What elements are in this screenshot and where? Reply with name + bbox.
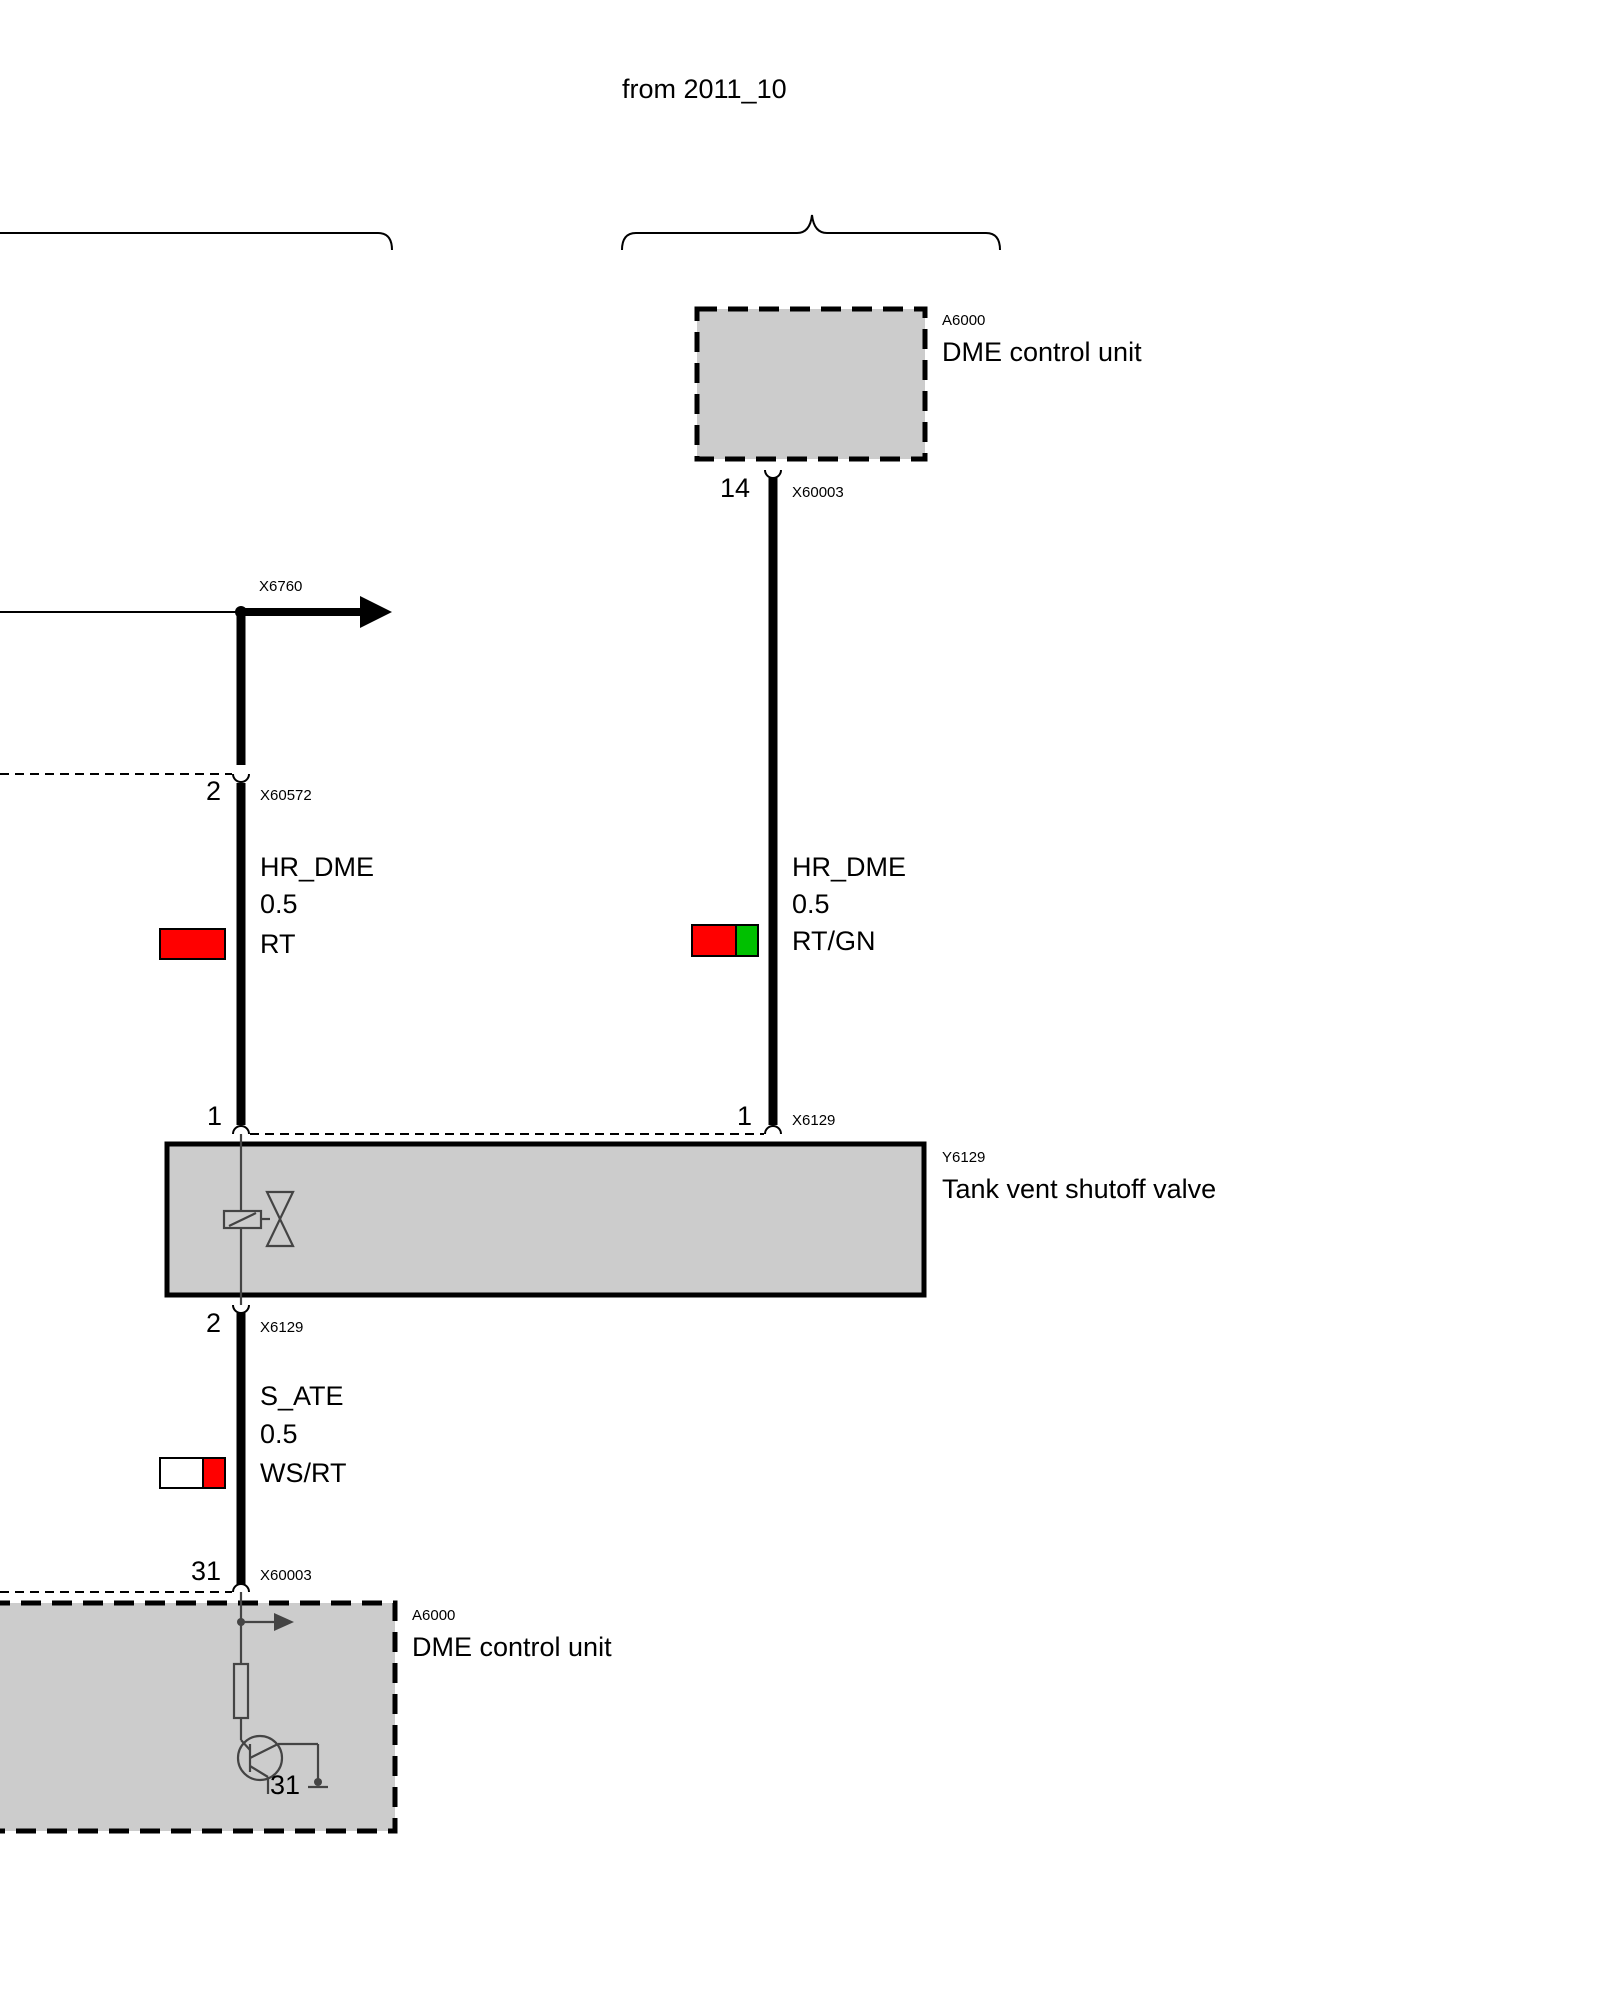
dme-top-id: A6000 bbox=[942, 312, 985, 329]
wire-right-gauge: 0.5 bbox=[792, 889, 830, 919]
wire-left-signal: HR_DME bbox=[260, 852, 374, 882]
wire-bottom-gauge: 0.5 bbox=[260, 1419, 298, 1449]
dme-control-unit-top-box[interactable] bbox=[694, 306, 928, 462]
pin-1-right: 1 bbox=[737, 1101, 752, 1131]
left-brace bbox=[0, 232, 393, 251]
dme-bottom-id: A6000 bbox=[412, 1607, 455, 1624]
variant-label: from 2011_10 bbox=[622, 74, 787, 104]
pin-2-x60572: 2 bbox=[206, 776, 221, 806]
connector-x6129-top-label: X6129 bbox=[792, 1112, 835, 1129]
dme-bottom-name: DME control unit bbox=[412, 1632, 612, 1662]
wire-left-color-code: RT bbox=[260, 929, 296, 959]
pin-1-left: 1 bbox=[207, 1101, 222, 1131]
driver-circuit-icon bbox=[232, 1592, 328, 1794]
connector-x6129-bottom-symbol bbox=[232, 1304, 250, 1314]
connector-x6129-left-symbol bbox=[232, 1125, 250, 1135]
connector-x60572-symbol bbox=[232, 773, 250, 783]
connector-x60003-top-label: X60003 bbox=[792, 484, 844, 501]
connector-x60003-top-symbol bbox=[764, 469, 782, 479]
continuation-arrow-icon[interactable] bbox=[360, 596, 392, 628]
splice-x6760-label: X6760 bbox=[259, 578, 302, 595]
wire-right-signal: HR_DME bbox=[792, 852, 906, 882]
wire-right-color-code: RT/GN bbox=[792, 926, 876, 956]
pin-2-x6129: 2 bbox=[206, 1308, 221, 1338]
pin-14-label: 14 bbox=[720, 473, 750, 503]
right-brace bbox=[621, 214, 1001, 251]
dme-top-name: DME control unit bbox=[942, 337, 1142, 367]
wire-color-swatch-ws-rt bbox=[159, 1457, 226, 1489]
connector-x60003-bottom-label: X60003 bbox=[260, 1567, 312, 1584]
dme-control-unit-bottom-box[interactable] bbox=[0, 1600, 398, 1834]
wire-bottom-signal: S_ATE bbox=[260, 1381, 344, 1411]
wire-left-gauge: 0.5 bbox=[260, 889, 298, 919]
connector-x6129-bottom-label: X6129 bbox=[260, 1319, 303, 1336]
valve-name: Tank vent shutoff valve bbox=[942, 1174, 1216, 1204]
wire-bottom-color-code: WS/RT bbox=[260, 1458, 347, 1488]
valve-id: Y6129 bbox=[942, 1149, 985, 1166]
tank-vent-shutoff-valve-box[interactable] bbox=[164, 1141, 927, 1298]
connector-x6129-right-symbol bbox=[764, 1125, 782, 1135]
ground-pin-label: 31 bbox=[270, 1770, 300, 1800]
solenoid-valve-icon bbox=[222, 1134, 295, 1305]
pin-31-label: 31 bbox=[191, 1556, 221, 1586]
connector-x60003-bottom-symbol bbox=[232, 1583, 250, 1593]
wire-color-swatch-rt-gn bbox=[691, 924, 759, 957]
wire-color-swatch-rt bbox=[159, 928, 226, 960]
connector-x60572-label: X60572 bbox=[260, 787, 312, 804]
